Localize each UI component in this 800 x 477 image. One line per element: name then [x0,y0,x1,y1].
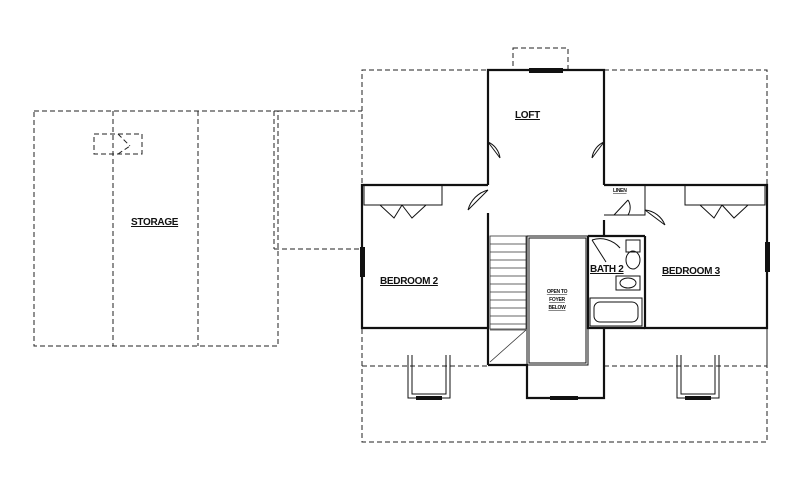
bath2-label: BATH 2 [590,264,624,275]
loft-label: LOFT [515,110,540,121]
doors [379,141,749,263]
open-to-foyer-line3: BELOW [548,305,566,311]
linen-label: LINEN [613,188,627,194]
dormers [407,355,720,400]
windows [360,68,770,400]
bedroom3-label: BEDROOM 3 [662,266,721,277]
storage-label: STORAGE [131,217,179,228]
bedroom2-label: BEDROOM 2 [380,276,439,287]
open-to-foyer-line2: FOYER [549,297,565,303]
staircase [489,235,527,363]
bath-fixtures [589,239,643,327]
walls [360,68,769,400]
roof-outline [33,47,768,443]
open-to-foyer-line1: OPEN TO [547,289,568,295]
